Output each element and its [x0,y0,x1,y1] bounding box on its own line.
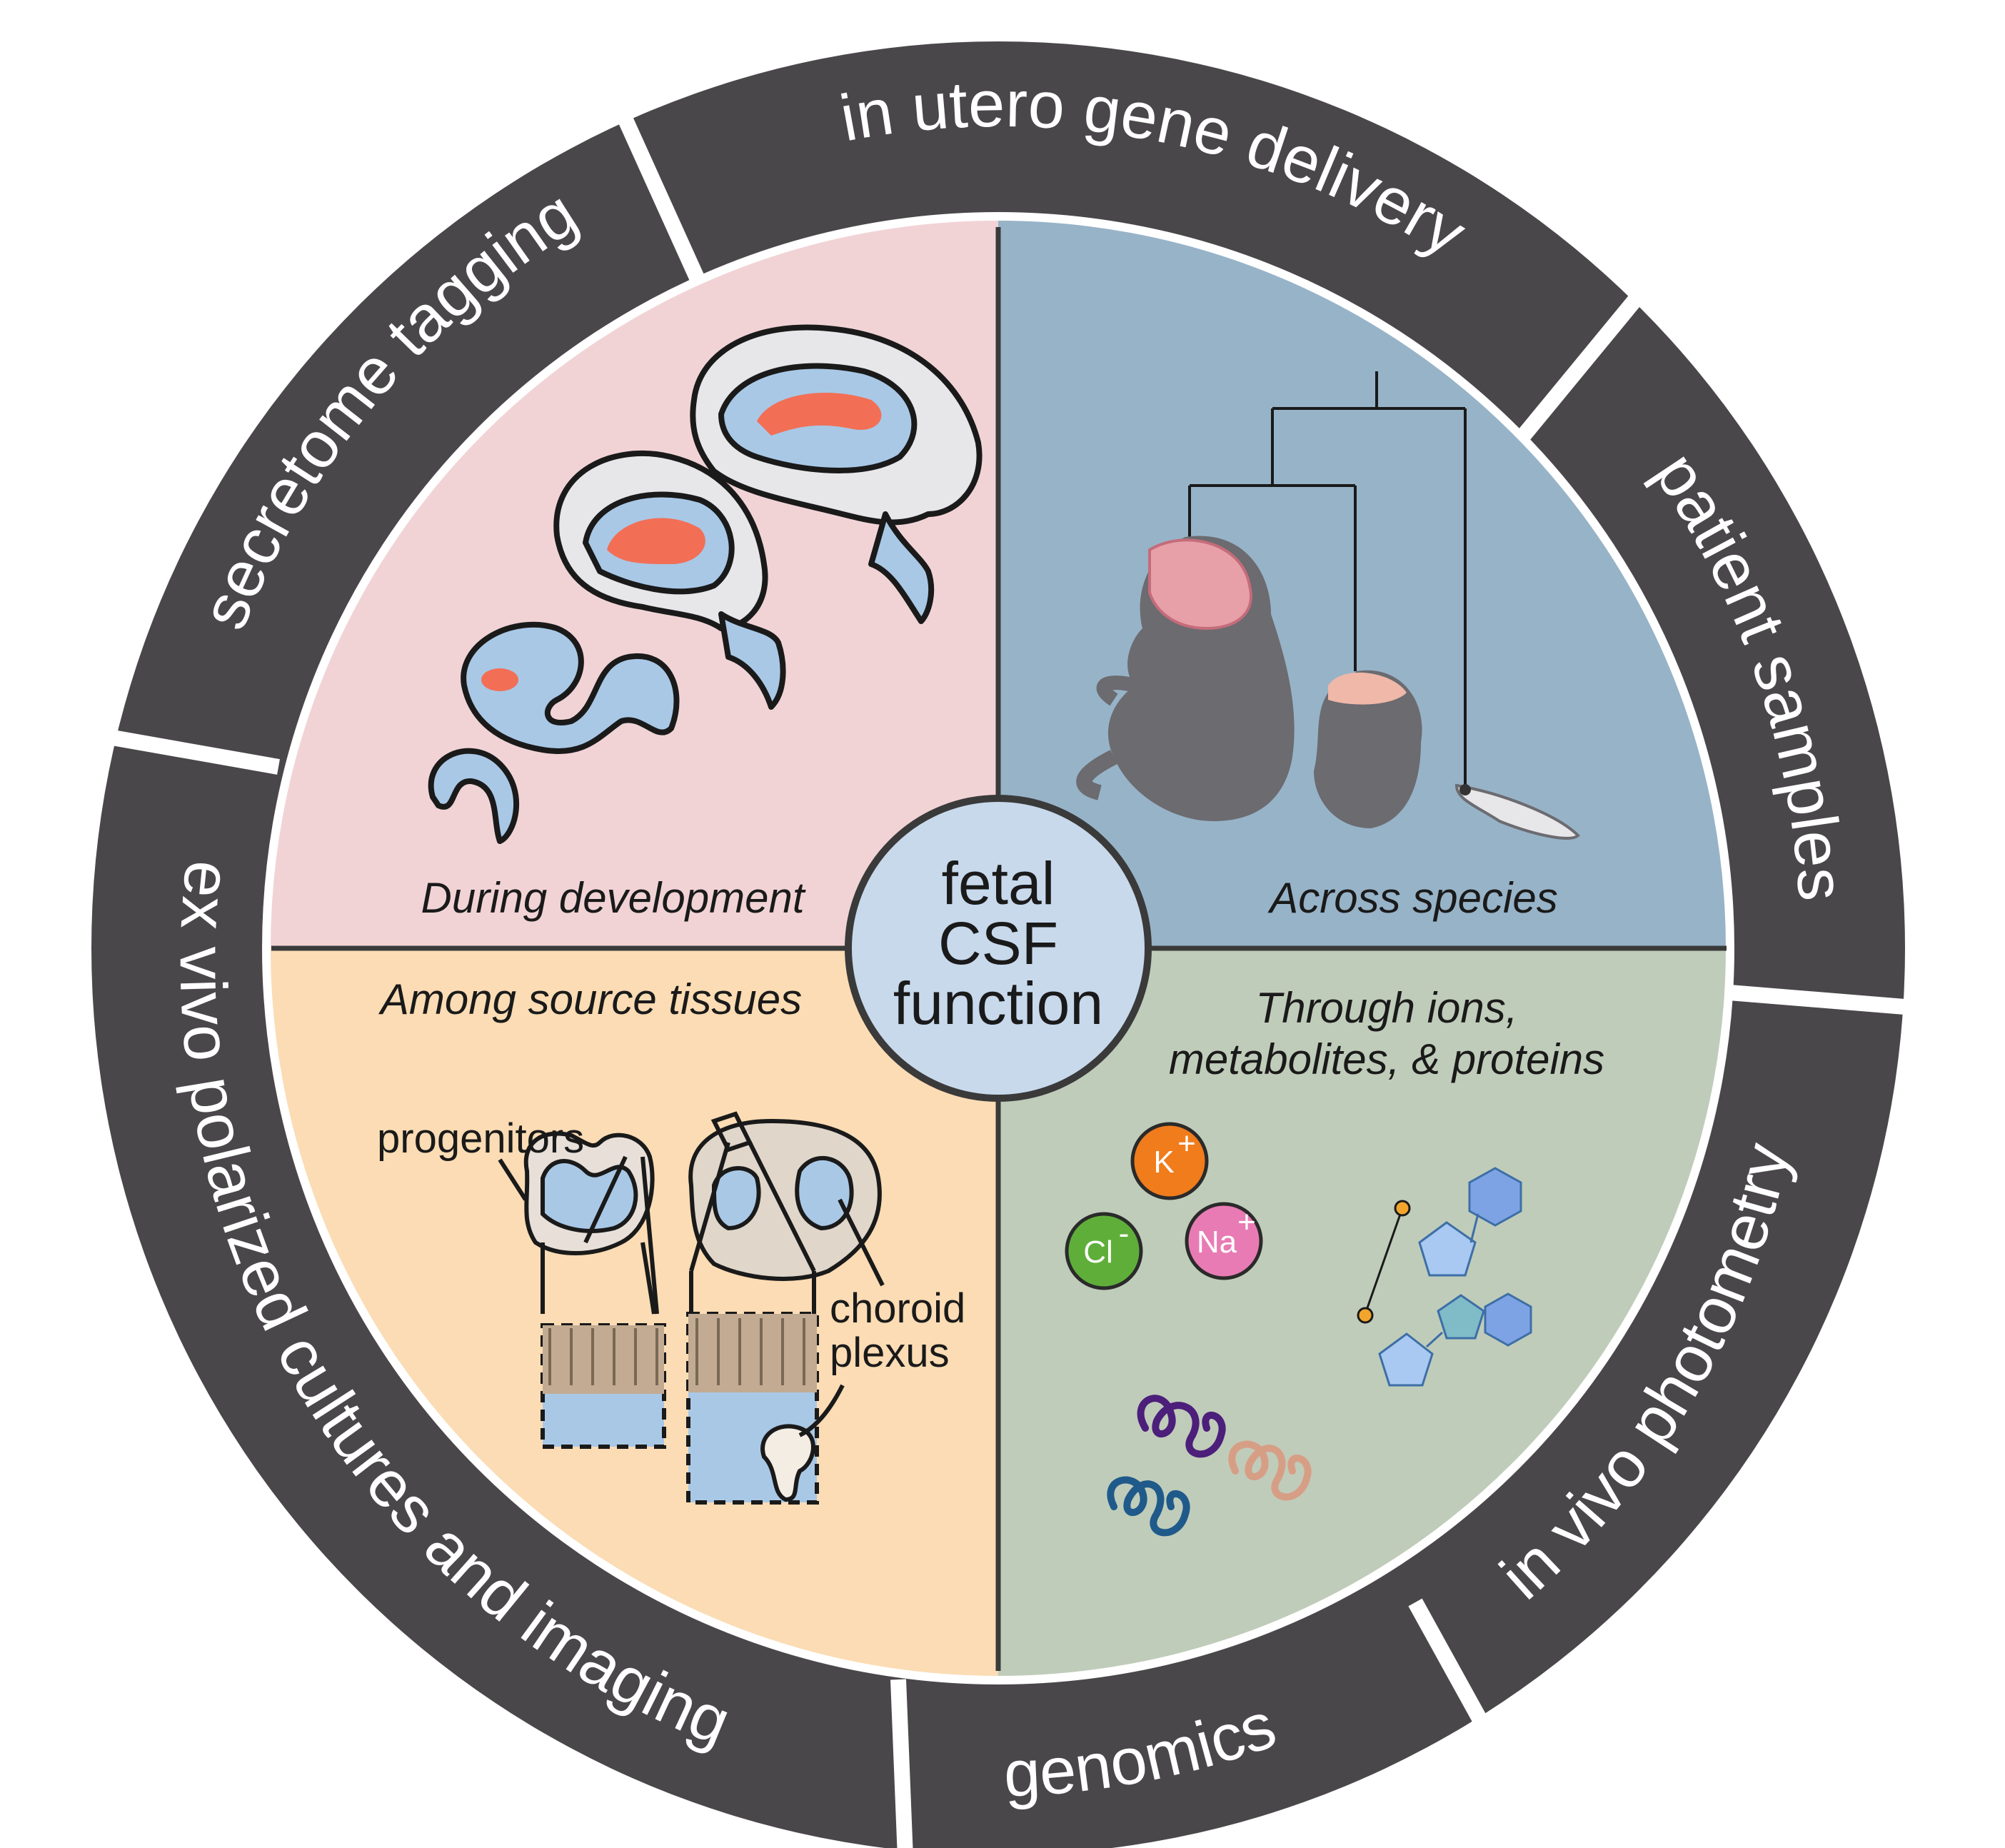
svg-text:Cl: Cl [1083,1235,1113,1270]
mouse-embryo-illustration [1314,670,1422,828]
brain-development-illustration [428,324,983,844]
center-line-csf: CSF [938,910,1058,977]
label-through-ions: Through ions, [1256,984,1518,1032]
center-circle [845,795,1152,1102]
center-line-function: function [893,970,1103,1037]
label-among-source-tissues: Among source tissues [378,975,802,1023]
source-tissue-illustration [498,1111,885,1505]
ring-separators [107,104,1906,1848]
metabolite-illustration [1357,1167,1532,1387]
label-during-development: During development [421,874,806,922]
human-embryo-illustration [1076,536,1295,821]
label-plexus: plexus [830,1330,950,1376]
zebrafish-illustration [1454,783,1580,840]
svg-text:+: + [1177,1126,1196,1161]
svg-text:-: - [1119,1216,1130,1251]
protein-illustration [1107,1395,1312,1537]
svg-text:K: K [1153,1145,1174,1180]
ion-na: Na + [1185,1202,1263,1280]
ion-k: K + [1130,1122,1209,1200]
species-phylogeny [1188,371,1467,791]
ion-cl: Cl - [1065,1212,1143,1290]
label-metabolites-proteins: metabolites, & proteins [1169,1035,1604,1083]
label-across-species: Across species [1267,874,1557,922]
label-progenitors: progenitors [377,1115,584,1162]
svg-text:Na: Na [1197,1225,1237,1260]
label-choroid: choroid [830,1285,965,1332]
svg-text:+: + [1237,1205,1256,1240]
center-line-fetal: fetal [942,850,1055,917]
